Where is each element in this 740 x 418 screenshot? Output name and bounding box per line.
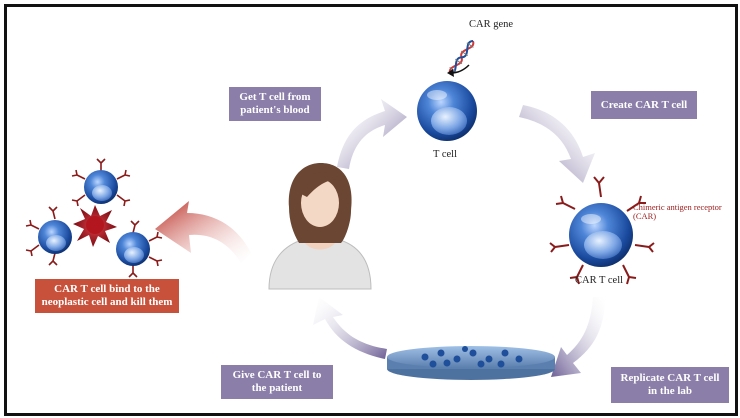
petri-dish bbox=[387, 346, 555, 380]
tumor-cell bbox=[73, 205, 117, 247]
car-t-cell-attacker-top bbox=[71, 158, 131, 207]
step-get-t-cell: Get T cell from patient's blood bbox=[229, 87, 321, 121]
arrow-create-to-replicate bbox=[551, 297, 605, 377]
arrow-tcell-to-create bbox=[519, 105, 595, 183]
diagram-canvas bbox=[25, 40, 655, 380]
t-cell-label: T cell bbox=[433, 149, 458, 160]
figure-frame: CAR gene T cell CAR T cell Chimeric anti… bbox=[4, 4, 738, 416]
car-t-cell-attacker-right bbox=[116, 220, 163, 278]
arrow-dish-to-patient bbox=[313, 297, 387, 359]
patient-figure bbox=[268, 163, 372, 290]
step-create-car-t-cell: Create CAR T cell bbox=[591, 91, 697, 119]
arrow-patient-to-kill bbox=[155, 201, 251, 263]
car-t-cell-attacker-left bbox=[25, 206, 72, 266]
arrow-get-to-tcell bbox=[337, 99, 407, 169]
step-give-car-t-cell: Give CAR T cell to the patient bbox=[221, 365, 333, 399]
step-replicate-car-t-cell: Replicate CAR T cell in the lab bbox=[611, 367, 729, 403]
t-cell bbox=[417, 81, 477, 141]
car-t-cell bbox=[549, 176, 655, 285]
gene-insert-arrowhead bbox=[447, 69, 454, 77]
step-bind-and-kill: CAR T cell bind to the neoplastic cell a… bbox=[35, 279, 179, 313]
chimeric-receptor-label: Chimeric antigen receptor (CAR) bbox=[633, 202, 722, 221]
car-t-cell-label: CAR T cell bbox=[575, 275, 624, 286]
car-gene-label: CAR gene bbox=[469, 19, 514, 30]
